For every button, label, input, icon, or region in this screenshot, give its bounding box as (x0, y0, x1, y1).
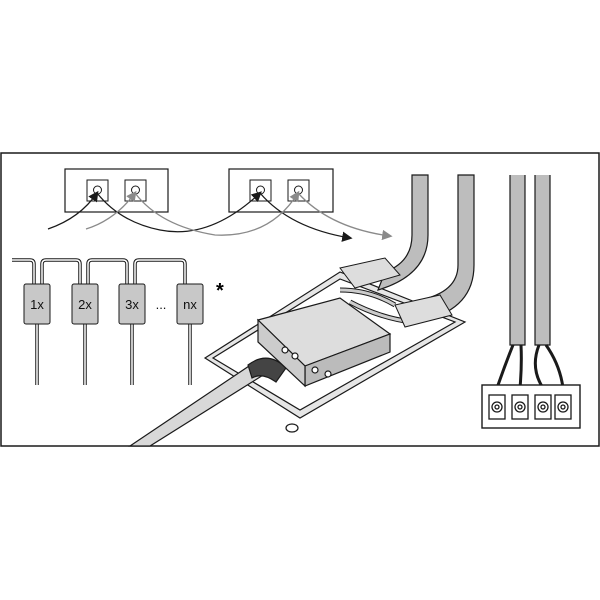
module-label: 1x (30, 297, 44, 312)
module-label: 3x (125, 297, 139, 312)
black-wire-path (47, 190, 99, 230)
ellipsis-text: ... (156, 297, 167, 312)
strain-relief-1 (339, 257, 401, 289)
cable-3 (509, 175, 526, 346)
module-3: 3x (118, 283, 146, 325)
screw-hole (285, 423, 299, 433)
module-1: 1x (23, 283, 51, 325)
wiring-schematic (47, 168, 393, 242)
module-label: 2x (78, 297, 92, 312)
cable-1 (376, 174, 429, 291)
module-n: nx (176, 283, 204, 325)
footnote-asterisk: * (216, 280, 224, 302)
connector-detail (481, 175, 581, 429)
module-2: 2x (71, 283, 99, 325)
round-cables (339, 174, 475, 328)
strain-relief-2 (394, 294, 453, 328)
cable-clamp (247, 357, 287, 383)
gray-wire-path (85, 190, 137, 230)
module-label: nx (183, 297, 197, 312)
module-chain: 1x 2x 3x ... nx * (12, 258, 224, 385)
cable-4 (534, 175, 551, 346)
